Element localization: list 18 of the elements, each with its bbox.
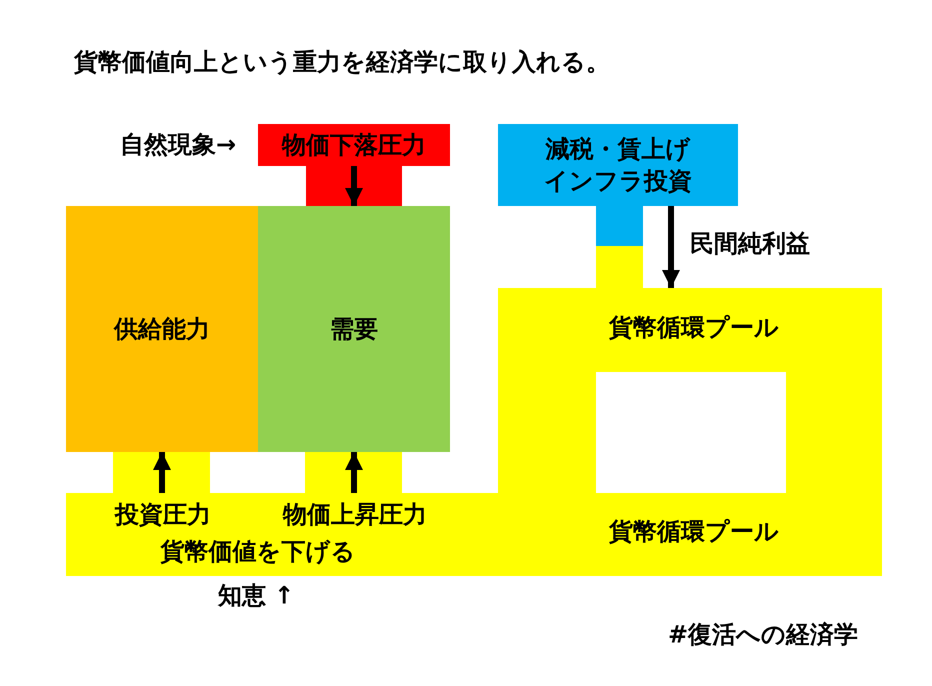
arrow (345, 452, 363, 493)
pool-label: 貨幣循環プール (609, 518, 779, 546)
arrow (662, 206, 680, 288)
annotation: 知恵 ↑ (218, 582, 294, 610)
process-box: 減税・賃上げインフラ投資 (498, 124, 738, 206)
arrow (345, 166, 363, 206)
annotation: 自然現象→ (120, 130, 236, 160)
edge-label: 民間純利益 (690, 230, 810, 258)
pool-caption: 貨幣価値を下げる (160, 538, 356, 566)
pool-label: 貨幣循環プール (609, 314, 779, 342)
hashtag: #復活への経済学 (668, 620, 858, 650)
arrow (153, 452, 171, 493)
process-box: 物価下落圧力 (258, 124, 450, 166)
title: 貨幣価値向上という重力を経済学に取り入れる。 (74, 48, 610, 77)
pressure-label: 投資圧力 (115, 500, 211, 530)
process-box: 供給能力 (66, 206, 258, 452)
process-box: 需要 (258, 206, 450, 452)
pressure-label: 物価上昇圧力 (283, 500, 427, 530)
